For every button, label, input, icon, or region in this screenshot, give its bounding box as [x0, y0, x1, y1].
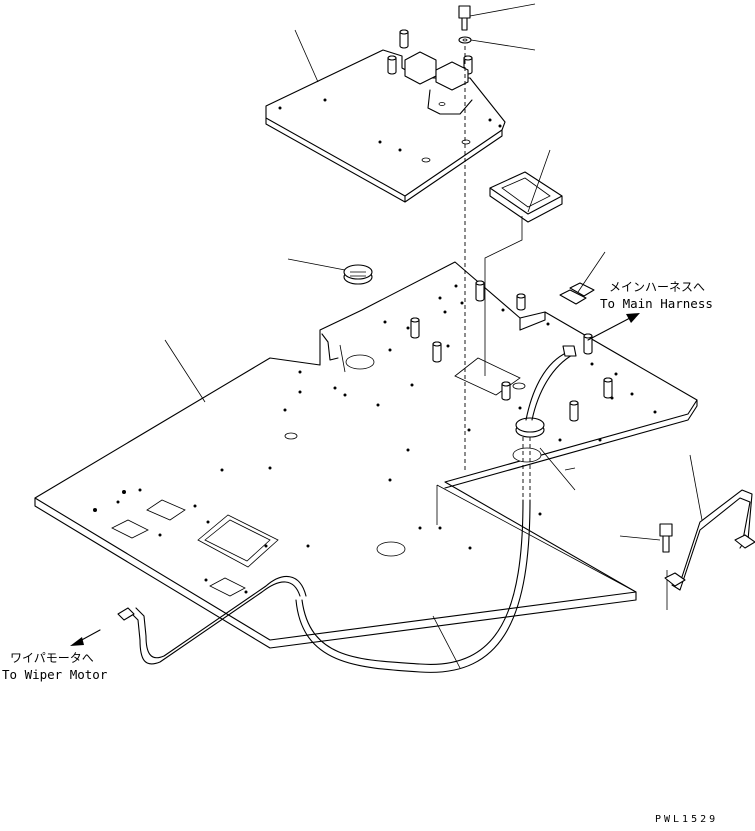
leader-lines: [164, 29, 576, 669]
harness-clip: [559, 251, 606, 305]
label-wiper-motor-jp: ワイパモータへ: [10, 651, 94, 665]
grommet-harness: [515, 417, 545, 500]
wire-harness-wiper: [117, 576, 307, 665]
arrow-to-main-harness: [587, 313, 640, 341]
floor-plate: [34, 261, 698, 649]
drawing-code: PWL1529: [655, 814, 718, 825]
label-main-harness-jp: メインハーネスへ: [609, 280, 705, 294]
bracket: [619, 454, 755, 591]
grommet-rectangular: [484, 149, 563, 376]
wire-harness-main: [295, 345, 577, 673]
cover-plate: [265, 29, 506, 203]
bolt-washer-assembly: [458, 3, 536, 470]
label-main-harness-en: To Main Harness: [600, 296, 713, 311]
grommet-round: [287, 258, 373, 285]
arrow-to-wiper-motor: [70, 629, 101, 646]
label-wiper-motor-en: To Wiper Motor: [2, 667, 108, 682]
